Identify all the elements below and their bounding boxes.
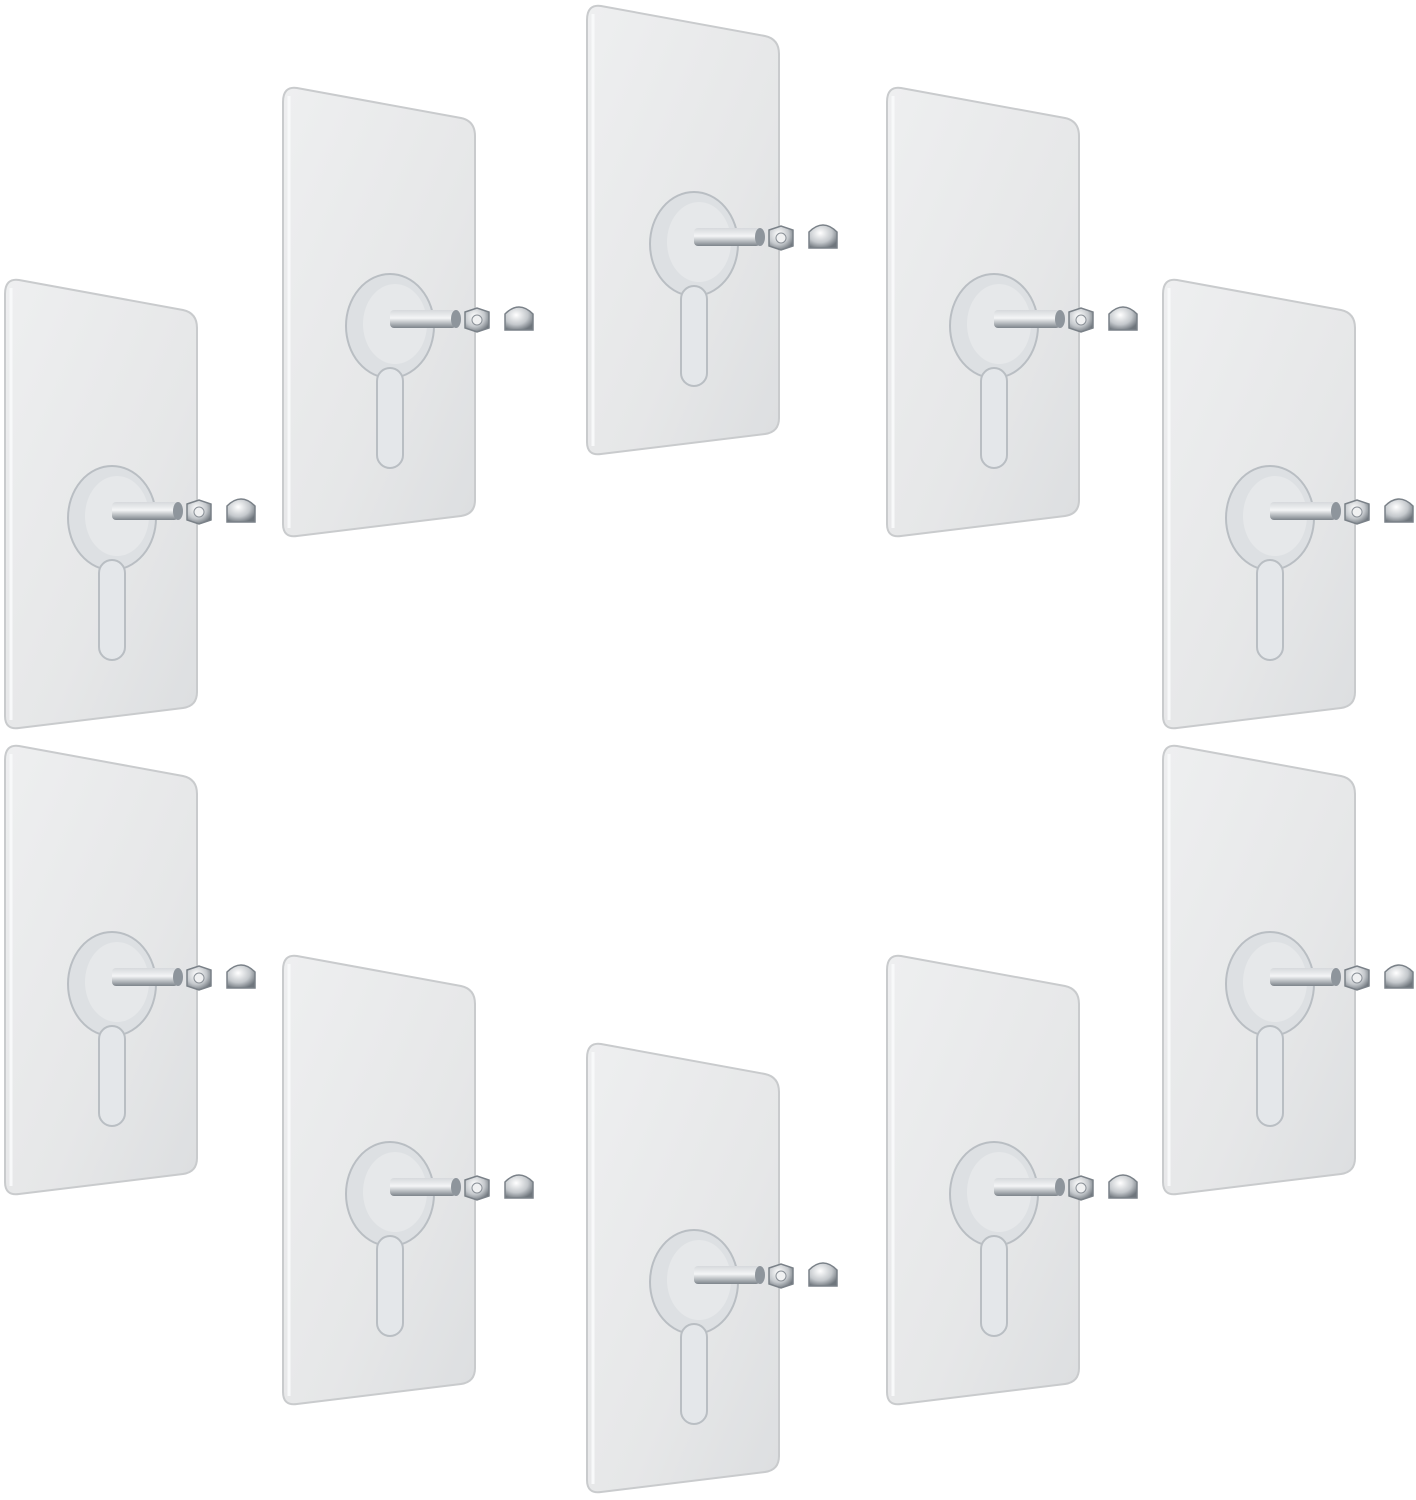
adhesive-plate-4 bbox=[885, 86, 1139, 538]
adhesive-plate-8 bbox=[585, 1042, 839, 1494]
adhesive-plate-10 bbox=[1161, 744, 1415, 1196]
adhesive-plate-1 bbox=[3, 278, 257, 730]
adhesive-plate-9 bbox=[885, 954, 1139, 1406]
adhesive-plate-5 bbox=[1161, 278, 1415, 730]
adhesive-plate-7 bbox=[281, 954, 535, 1406]
adhesive-plate-3 bbox=[585, 4, 839, 456]
adhesive-plate-6 bbox=[3, 744, 257, 1196]
adhesive-plate-2 bbox=[281, 86, 535, 538]
